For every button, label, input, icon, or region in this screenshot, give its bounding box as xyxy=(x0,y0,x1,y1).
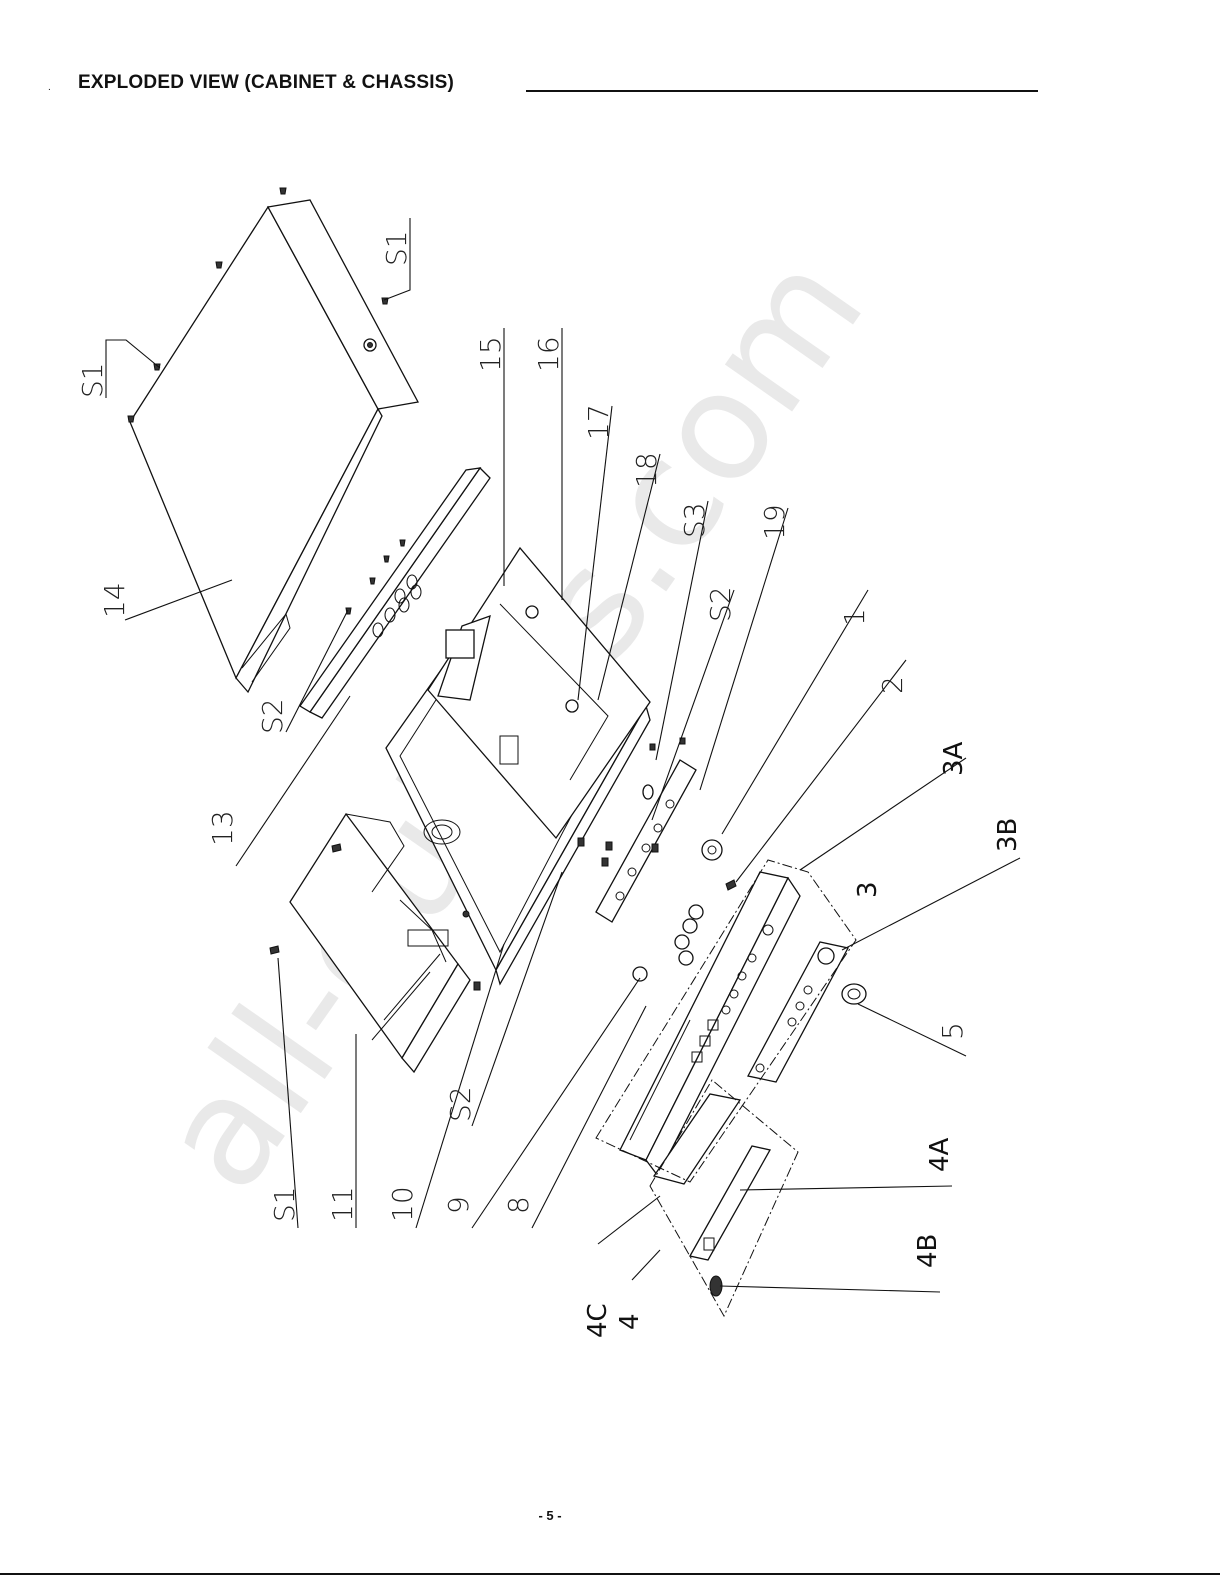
callout-9: 9 xyxy=(442,1196,475,1214)
callout-S1-left: S1 xyxy=(76,362,109,398)
callout-S2-left: S2 xyxy=(256,698,289,734)
page-number: - 5 - xyxy=(0,1508,1100,1523)
callout-18: 18 xyxy=(630,452,663,488)
callout-S2-bottom: S2 xyxy=(444,1086,477,1122)
callout-4: 4 xyxy=(615,1313,645,1330)
callout-11: 11 xyxy=(326,1186,359,1222)
control-knobs xyxy=(633,905,703,981)
callout-5: 5 xyxy=(936,1022,969,1040)
part-1-2 xyxy=(702,840,736,890)
callout-17: 17 xyxy=(582,404,615,440)
part-5 xyxy=(842,984,866,1004)
callout-S1-bottom: S1 xyxy=(268,1186,301,1222)
callout-4B: 4B xyxy=(913,1234,943,1268)
callout-3A: 3A xyxy=(939,741,969,776)
callout-15: 15 xyxy=(474,336,507,372)
callout-10: 10 xyxy=(386,1186,419,1222)
callout-4C: 4C xyxy=(583,1303,613,1338)
callout-14: 14 xyxy=(98,582,131,618)
callout-3B: 3B xyxy=(993,818,1023,852)
callout-3: 3 xyxy=(853,881,883,898)
callout-13: 13 xyxy=(206,810,239,846)
callout-S3: S3 xyxy=(678,502,711,538)
callout-S2-right: S2 xyxy=(704,586,737,622)
callout-2: 2 xyxy=(876,676,909,694)
callout-8: 8 xyxy=(502,1196,535,1214)
callout-19: 19 xyxy=(758,504,791,540)
callout-S1-top: S1 xyxy=(380,230,413,266)
bottom-rule xyxy=(0,1573,1220,1575)
callout-16: 16 xyxy=(532,336,565,372)
callout-4A: 4A xyxy=(925,1137,955,1172)
callout-1: 1 xyxy=(838,608,871,626)
